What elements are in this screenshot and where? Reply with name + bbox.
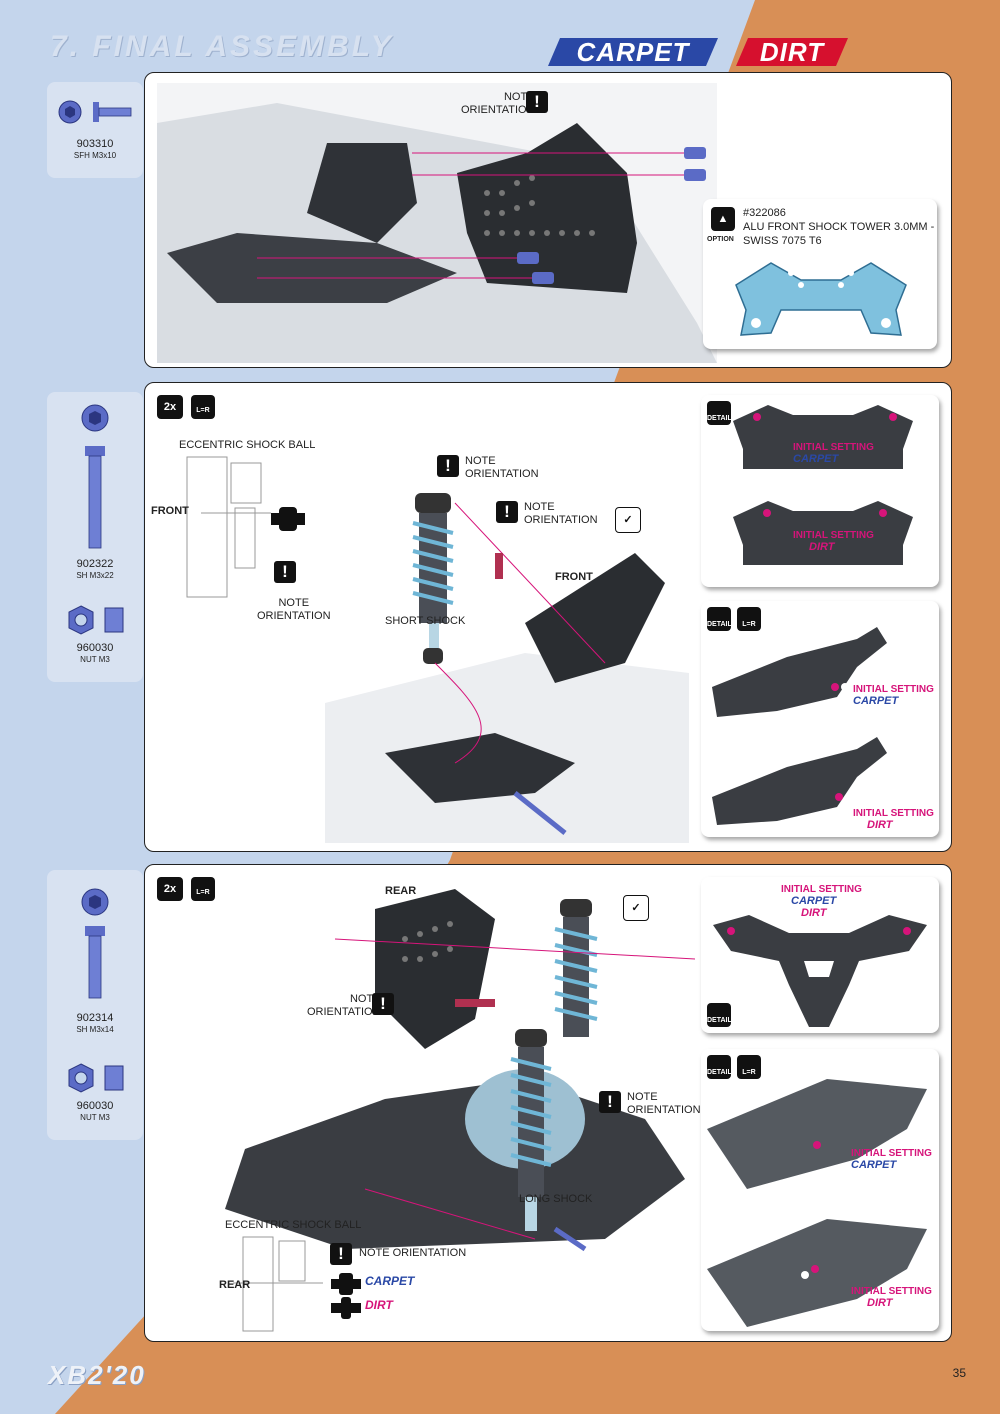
long-screw-icon <box>81 404 109 549</box>
exclamation-icon: ! <box>599 1091 621 1113</box>
option-desc-1: ALU FRONT SHOCK TOWER 3.0MM - <box>743 221 935 233</box>
left-right-icon: L=R <box>737 1055 761 1079</box>
part-name: SH M3x14 <box>76 1025 114 1034</box>
carpet-label: CARPET <box>793 453 839 465</box>
rear-shock-assembly-diagram <box>225 889 695 1252</box>
part-code: 960030 <box>76 642 114 654</box>
part-name: SFH M3x10 <box>73 151 117 160</box>
option-label: OPTION <box>707 236 734 243</box>
carpet-label: CARPET <box>851 1159 897 1171</box>
part-name: NUT M3 <box>80 655 110 664</box>
detail-tower-panel: DETAIL INITIAL SETTING CARPET INITIAL SE… <box>701 395 939 587</box>
part-name: NUT M3 <box>80 1113 110 1122</box>
part-code: 902322 <box>76 558 114 570</box>
parts-list-1: 903310 SFH M3x10 <box>47 82 143 178</box>
alu-shock-tower-image <box>735 262 907 336</box>
rear-shock-tower-settings-image <box>713 915 927 1027</box>
thumbs-up-icon: ▲ <box>711 207 735 231</box>
carpet-label: CARPET <box>791 895 837 907</box>
suspension-arm-settings-image <box>712 627 887 825</box>
carpet-tag: CARPET <box>548 37 718 67</box>
dirt-label: DIRT <box>801 907 827 919</box>
front-shock-tower-diagram <box>157 83 717 363</box>
initial-setting-label: INITIAL SETTING <box>851 1286 932 1297</box>
dirt-label: DIRT <box>867 1297 893 1309</box>
shock-bushing-dirt-icon <box>331 1297 361 1319</box>
shock-bushing-icon <box>271 507 305 531</box>
rear-arm-settings-image <box>707 1079 927 1327</box>
front-shock-assembly-diagram <box>325 493 689 843</box>
exclamation-icon: ! <box>526 91 548 113</box>
left-right-icon: L=R <box>737 607 761 631</box>
initial-setting-label: INITIAL SETTING <box>793 442 874 453</box>
initial-setting-label: INITIAL SETTING <box>851 1148 932 1159</box>
nut-icon <box>68 605 124 635</box>
qty-badge: 2x <box>157 877 183 901</box>
carpet-label: CARPET <box>365 1274 415 1288</box>
detail-rear-tower-panel: INITIAL SETTING CARPET DIRT DETAIL <box>701 877 939 1033</box>
part-code: 960030 <box>76 1100 114 1112</box>
detail-icon: DETAIL <box>707 1003 732 1027</box>
option-desc-2: SWISS 7075 T6 <box>743 235 822 247</box>
initial-setting-label: INITIAL SETTING <box>793 530 874 541</box>
dirt-label: DIRT <box>365 1298 393 1312</box>
note-orientation-label: NOTE ORIENTATION <box>359 1247 467 1259</box>
eccentric-shock-ball-label: ECCENTRIC SHOCK BALL <box>179 439 316 451</box>
part-code: 902314 <box>76 1012 114 1024</box>
screw-icon <box>58 100 132 124</box>
left-right-icon: L=R <box>191 877 215 901</box>
parts-list-3: 902314 SH M3x14 960030 NUT M3 <box>47 870 143 1140</box>
short-shock-label: SHORT SHOCK <box>385 615 466 627</box>
exclamation-icon: ! <box>437 455 459 477</box>
exclamation-icon: ! <box>372 993 394 1015</box>
detail-icon: DETAIL <box>707 401 732 425</box>
initial-setting-label: INITIAL SETTING <box>853 684 934 695</box>
shock-tower-settings-image <box>733 405 913 565</box>
rear-label-2: REAR <box>219 1279 251 1291</box>
option-number: #322086 <box>743 207 786 219</box>
initial-setting-label: INITIAL SETTING <box>853 808 934 819</box>
adjust-icon: ✓ <box>623 895 649 921</box>
dirt-label: DIRT <box>867 819 893 831</box>
exclamation-icon: ! <box>330 1243 352 1265</box>
carpet-label: CARPET <box>853 695 899 707</box>
front-label-2: FRONT <box>555 571 593 583</box>
detail-arm-panel: DETAIL L=R INITIAL SETTING CARPET INITIA… <box>701 601 939 837</box>
eccentric-ball-sketch <box>233 1236 323 1332</box>
option-panel: ▲ OPTION #322086 ALU FRONT SHOCK TOWER 3… <box>703 199 937 349</box>
nut-icon <box>68 1063 124 1093</box>
adjust-icon: ✓ <box>615 507 641 533</box>
initial-setting-label: INITIAL SETTING <box>781 884 862 895</box>
long-shock-label: LONG SHOCK <box>519 1193 593 1205</box>
page-number: 35 <box>952 1366 966 1380</box>
exclamation-icon: ! <box>274 561 296 583</box>
part-name: SH M3x22 <box>76 571 114 580</box>
part-code: 903310 <box>76 138 114 150</box>
page-title: 7. FINAL ASSEMBLY <box>50 30 394 63</box>
qty-badge: 2x <box>157 395 183 419</box>
eccentric-shock-ball-label: ECCENTRIC SHOCK BALL <box>225 1219 362 1231</box>
detail-icon: DETAIL <box>707 1055 732 1079</box>
step-panel-2: 2x L=R ECCENTRIC SHOCK BALL FRONT ! NOTE… <box>144 382 952 852</box>
exclamation-icon: ! <box>496 501 518 523</box>
dirt-label: DIRT <box>809 541 835 553</box>
dirt-tag: DIRT <box>736 37 848 67</box>
rear-label: REAR <box>385 885 417 897</box>
shock-bushing-carpet-icon <box>331 1273 361 1295</box>
detail-icon: DETAIL <box>707 607 732 631</box>
front-label: FRONT <box>151 505 189 517</box>
detail-rear-arm-panel: DETAIL L=R INITIAL SETTING CARPET INITIA… <box>701 1049 939 1331</box>
parts-list-2: 902322 SH M3x22 960030 NUT M3 <box>47 392 143 682</box>
left-right-icon: L=R <box>191 395 215 419</box>
brand-logo: XB2'20 <box>48 1360 146 1390</box>
screw-icon <box>81 888 109 999</box>
